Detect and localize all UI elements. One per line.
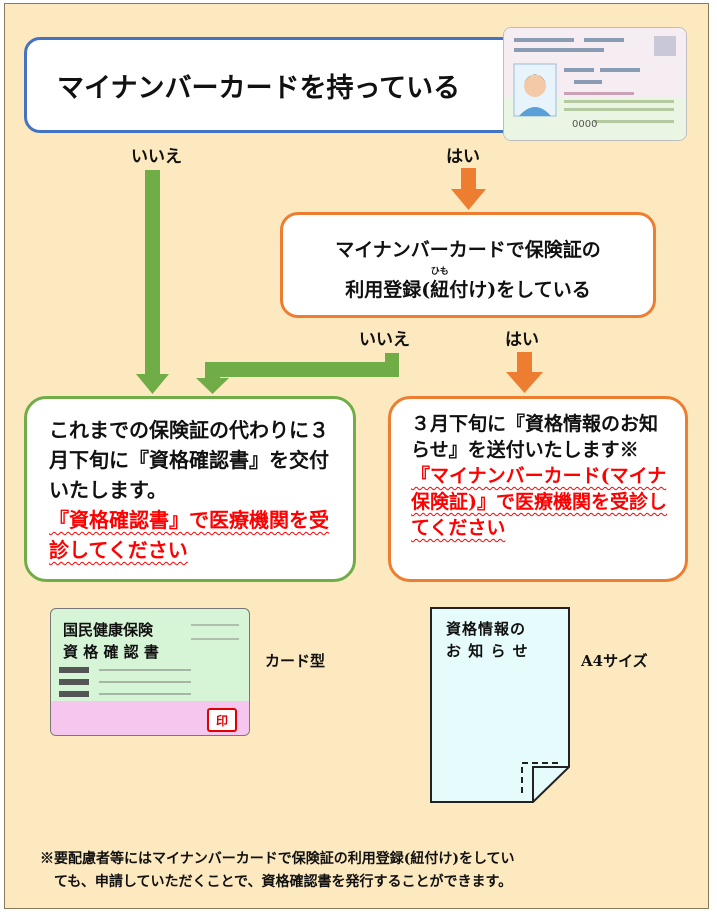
certificate-line-1: 国民健康保険 (63, 621, 154, 639)
question-registered-as-insurance-card: マイナンバーカードで保険証の 利用登録(ひも紐付け)をしている (280, 212, 656, 318)
certificate-card-lines (59, 624, 239, 697)
furigana-word: ひも紐 (430, 267, 450, 302)
mynumber-card-illustration: 0000 (503, 27, 687, 141)
arrow-q1-yes (451, 168, 486, 210)
seal-stamp: 印 (207, 708, 237, 732)
certificate-card-title: 国民健康保険 資 格 確 認 書 (63, 619, 159, 663)
question-2-line-2-prefix: 利用登録( (345, 279, 431, 301)
question-1-text: マイナンバーカードを持っている (57, 72, 461, 104)
card-artwork (504, 28, 686, 140)
notice-line-1: 資格情報の (446, 620, 527, 638)
notice-document-caption: A4サイズ (581, 652, 648, 670)
notice-line-2: お 知 ら せ (446, 642, 529, 660)
qualification-certificate-card: 国民健康保険 資 格 確 認 書 印 (50, 608, 250, 736)
result-certificate-highlight: 『資格確認書』で医療機関を受診してください (49, 508, 329, 562)
notice-document-a4 (430, 607, 570, 803)
answer-yes-mid: はい (505, 330, 539, 350)
footnote-line-1: ※要配慮者等にはマイナンバーカードで保険証の利用登録(紐付け)をしてい (40, 851, 515, 867)
furigana-base: 紐 (430, 279, 450, 301)
result-certificate-text: これまでの保険証の代わりに３月下旬に『資格確認書』を交付いたします。 (49, 418, 329, 502)
question-2-line-1: マイナンバーカードで保険証の (335, 239, 601, 261)
arrow-q1-no (136, 170, 169, 394)
question-has-mynumber-card: マイナンバーカードを持っている (24, 37, 536, 133)
question-2-line-2-suffix: 付け)をしている (449, 279, 591, 301)
certificate-card-caption: カード型 (265, 652, 326, 670)
certificate-line-2: 資 格 確 認 書 (63, 643, 159, 661)
arrow-q2-no (196, 353, 399, 394)
result-qualification-certificate: これまでの保険証の代わりに３月下旬に『資格確認書』を交付いたします。 『資格確認… (24, 396, 356, 582)
notice-document-title: 資格情報の お 知 ら せ (446, 618, 529, 662)
footnote: ※要配慮者等にはマイナンバーカードで保険証の利用登録(紐付け)をしてい ても、申… (40, 848, 680, 894)
question-2-line-2: 利用登録(ひも紐付け)をしている (283, 267, 653, 302)
answer-no-mid: いいえ (359, 330, 410, 350)
arrow-q2-yes (506, 352, 543, 393)
furigana-reading: ひも (430, 267, 449, 277)
card-number: 0000 (572, 119, 598, 130)
answer-no-top: いいえ (131, 147, 182, 167)
footnote-line-2: ても、申請していただくことで、資格確認書を発行することができます。 (54, 874, 513, 890)
result-notice-highlight: 『マイナンバーカード(マイナ保険証)』で医療機関を受診してください (411, 465, 667, 539)
result-qualification-notice: ３月下旬に『資格情報のお知らせ』を送付いたします※ 『マイナンバーカード(マイナ… (388, 396, 688, 582)
answer-yes-top: はい (446, 147, 480, 167)
result-notice-text: ３月下旬に『資格情報のお知らせ』を送付いたします※ (411, 413, 659, 461)
